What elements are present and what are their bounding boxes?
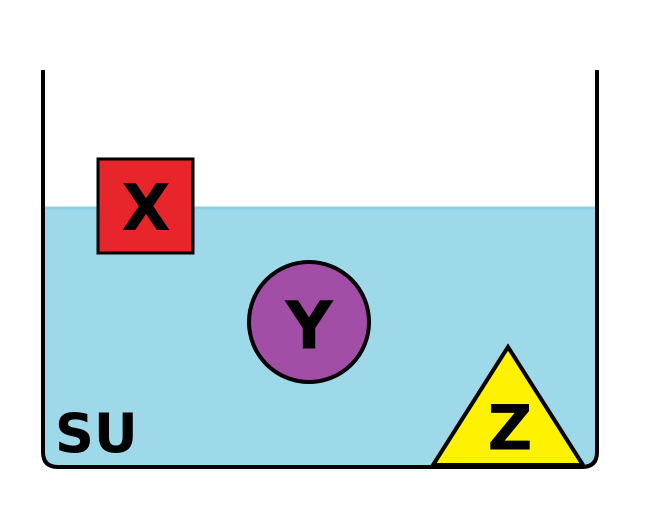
object-x-label: X <box>121 172 170 246</box>
object-y: Y <box>247 260 371 384</box>
object-z: Z <box>429 343 587 467</box>
object-y-label: Y <box>284 288 334 365</box>
object-x-square <box>96 157 195 255</box>
object-z-triangle <box>429 343 587 467</box>
container-walls <box>41 70 599 469</box>
object-z-label: Z <box>488 392 533 465</box>
object-y-circle <box>247 260 371 384</box>
liquid-label: SU <box>55 402 138 465</box>
object-x: X <box>96 157 195 255</box>
